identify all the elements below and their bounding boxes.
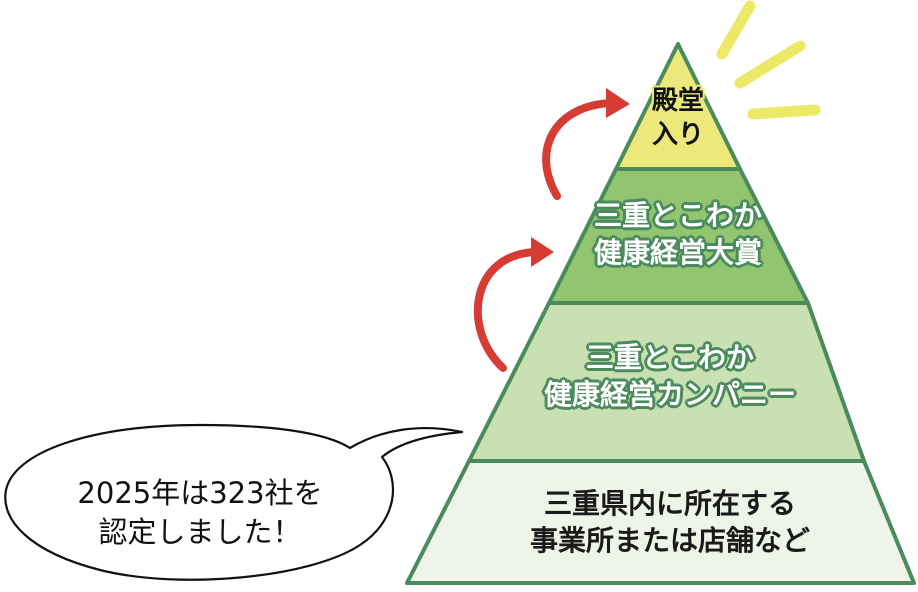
speech-bubble-shape: [4, 423, 464, 581]
tier-4-label-line1: 三重県内に所在する: [543, 487, 796, 520]
tier-3-label-line1: 三重とこわか: [585, 341, 754, 374]
tier-2-label-line1: 三重とこわか: [593, 199, 762, 232]
tier-1-label: 殿堂 入り: [628, 84, 728, 153]
arrow-up-to-tier-2-icon: [473, 237, 554, 372]
speech-bubble-line2: 認定しました！: [98, 515, 302, 550]
arrow-up-to-tier-1-icon: [542, 88, 630, 200]
speech-bubble-line1: 2025年は323社を: [77, 476, 323, 510]
speech-bubble-text: 2025年は323社を 認定しました！: [30, 474, 370, 552]
tier-1-label-line2: 入り: [651, 120, 704, 151]
tier-3-label: 三重とこわか 健康経営カンパニー: [500, 340, 840, 414]
tier-2-label: 三重とこわか 健康経営大賞: [540, 198, 816, 272]
tier-4-shape: [405, 459, 916, 585]
tier-2-label-line2: 健康経営大賞: [593, 235, 762, 269]
tier-3-label-line2: 健康経営カンパニー: [543, 377, 796, 411]
tier-4-label: 三重県内に所在する 事業所または店舗など: [470, 486, 870, 560]
tier-1-label-line1: 殿堂: [651, 86, 704, 116]
tier-4-label-line2: 事業所または店舗など: [529, 523, 810, 557]
sparkle-burst-icon: [716, 0, 821, 120]
